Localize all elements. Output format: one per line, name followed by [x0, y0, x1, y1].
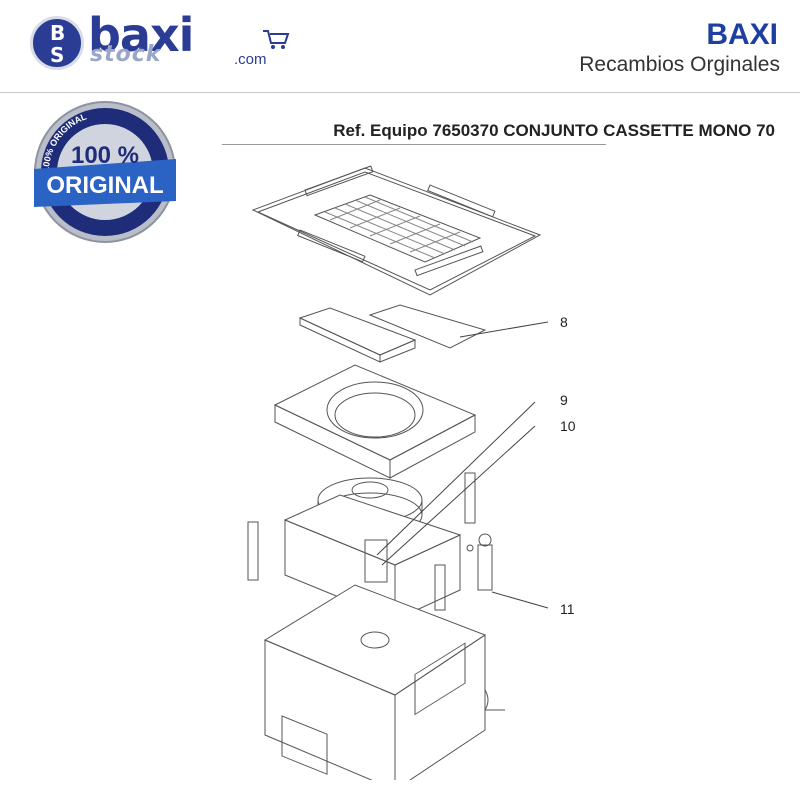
base-housing [263, 584, 505, 780]
drain-pan-frame [273, 364, 477, 479]
leader-line-8 [459, 321, 549, 338]
logo-initial-s: S [50, 43, 65, 67]
original-seal: 100% ORIGINAL 100 % ORIGINAL [34, 101, 176, 243]
grille-panel [251, 165, 542, 296]
drain-pump-part-11 [466, 533, 493, 591]
side-bracket-right-lower [434, 564, 446, 611]
leader-line-10 [381, 425, 536, 566]
reference-underline [222, 144, 606, 145]
callout-9: 9 [560, 392, 568, 408]
equipment-reference: Ref. Equipo 7650370 CONJUNTO CASSETTE MO… [333, 121, 775, 140]
logo-word-baxi: baxi [88, 8, 194, 62]
logo-domain: .com [234, 51, 267, 68]
logo-word-stock: stock [90, 42, 162, 67]
logo-initial-b: B [50, 21, 66, 45]
side-bracket-right [464, 472, 476, 524]
callout-8: 8 [560, 314, 568, 330]
seal-word: ORIGINAL [46, 172, 163, 199]
callout-11: 11 [560, 601, 575, 617]
bs-logo-badge: B S [30, 16, 84, 70]
cover-plate-part-8 [368, 304, 487, 349]
brand-title: BAXI [706, 18, 778, 51]
shopping-cart-icon [263, 30, 290, 49]
brand-subtitle: Recambios Orginales [579, 53, 780, 76]
leader-line-11 [491, 591, 549, 609]
side-bracket-left [247, 521, 259, 581]
seal-percent: 100 % [71, 142, 139, 169]
baxistock-logo[interactable]: B S baxi stock .com [30, 8, 290, 74]
control-box [298, 307, 417, 363]
header-divider [0, 92, 800, 93]
leader-line-9 [376, 401, 536, 556]
exploded-parts-diagram [247, 165, 549, 780]
callout-10: 10 [560, 418, 576, 434]
